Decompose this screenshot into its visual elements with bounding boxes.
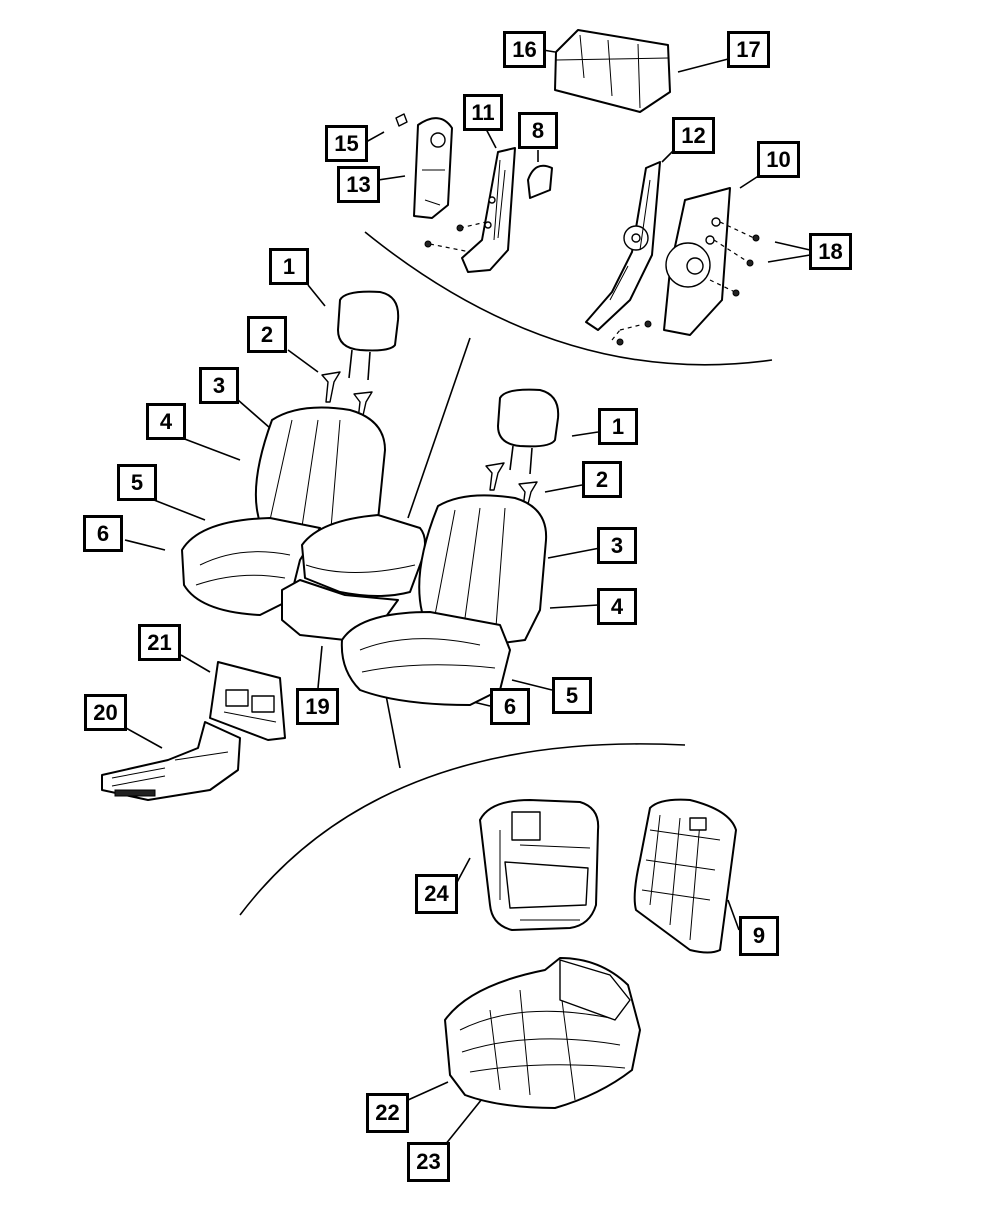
callout-8[interactable]: 8	[518, 112, 558, 149]
bracket-13	[413, 117, 453, 219]
callout-3-right[interactable]: 3	[597, 527, 637, 564]
callout-15[interactable]: 15	[325, 125, 368, 162]
callout-17[interactable]: 17	[727, 31, 770, 68]
upper-detail-arc	[364, 231, 773, 366]
callout-6-right[interactable]: 6	[490, 688, 530, 725]
frame-rail-12	[585, 161, 661, 346]
lower-detail-arc	[239, 743, 686, 916]
callout-18[interactable]: 18	[809, 233, 852, 270]
callout-11[interactable]: 11	[463, 94, 503, 131]
cupholder-21	[209, 661, 286, 741]
callout-23[interactable]: 23	[407, 1142, 450, 1182]
headrest-left	[337, 290, 400, 381]
callout-4-left[interactable]: 4	[146, 403, 186, 440]
callout-20[interactable]: 20	[84, 694, 127, 731]
callout-21[interactable]: 21	[138, 624, 181, 661]
guide-pins-left	[321, 371, 373, 421]
callout-4-right[interactable]: 4	[597, 588, 637, 625]
callout-19[interactable]: 19	[296, 688, 339, 725]
callout-16[interactable]: 16	[503, 31, 546, 68]
cover-8	[527, 164, 553, 199]
callout-5-left[interactable]: 5	[117, 464, 157, 501]
callout-2-left[interactable]: 2	[247, 316, 287, 353]
recliner-10	[663, 187, 731, 336]
headrest-right	[497, 388, 560, 475]
seat-right	[340, 494, 548, 706]
callout-24[interactable]: 24	[415, 874, 458, 914]
callout-3-left[interactable]: 3	[199, 367, 239, 404]
frame-rail-11	[424, 147, 516, 273]
seatback-panel-16-17	[554, 29, 671, 113]
callout-22[interactable]: 22	[366, 1093, 409, 1133]
callout-1-left[interactable]: 1	[269, 248, 309, 285]
upper-detail-leader	[407, 337, 471, 519]
callout-6-left[interactable]: 6	[83, 515, 123, 552]
storage-tray-20	[101, 721, 241, 801]
callout-12[interactable]: 12	[672, 117, 715, 154]
callout-1-right[interactable]: 1	[598, 408, 638, 445]
callout-2-right[interactable]: 2	[582, 461, 622, 498]
seat-left	[181, 406, 386, 616]
callout-9[interactable]: 9	[739, 916, 779, 956]
cushion-frame-24	[479, 799, 600, 931]
cushion-22-23	[444, 957, 641, 1109]
seatback-frame-9	[633, 798, 737, 954]
callout-13[interactable]: 13	[337, 166, 380, 203]
callout-10[interactable]: 10	[757, 141, 800, 178]
screws-18	[709, 221, 760, 297]
callout-5-right[interactable]: 5	[552, 677, 592, 714]
screw-15	[395, 113, 408, 127]
